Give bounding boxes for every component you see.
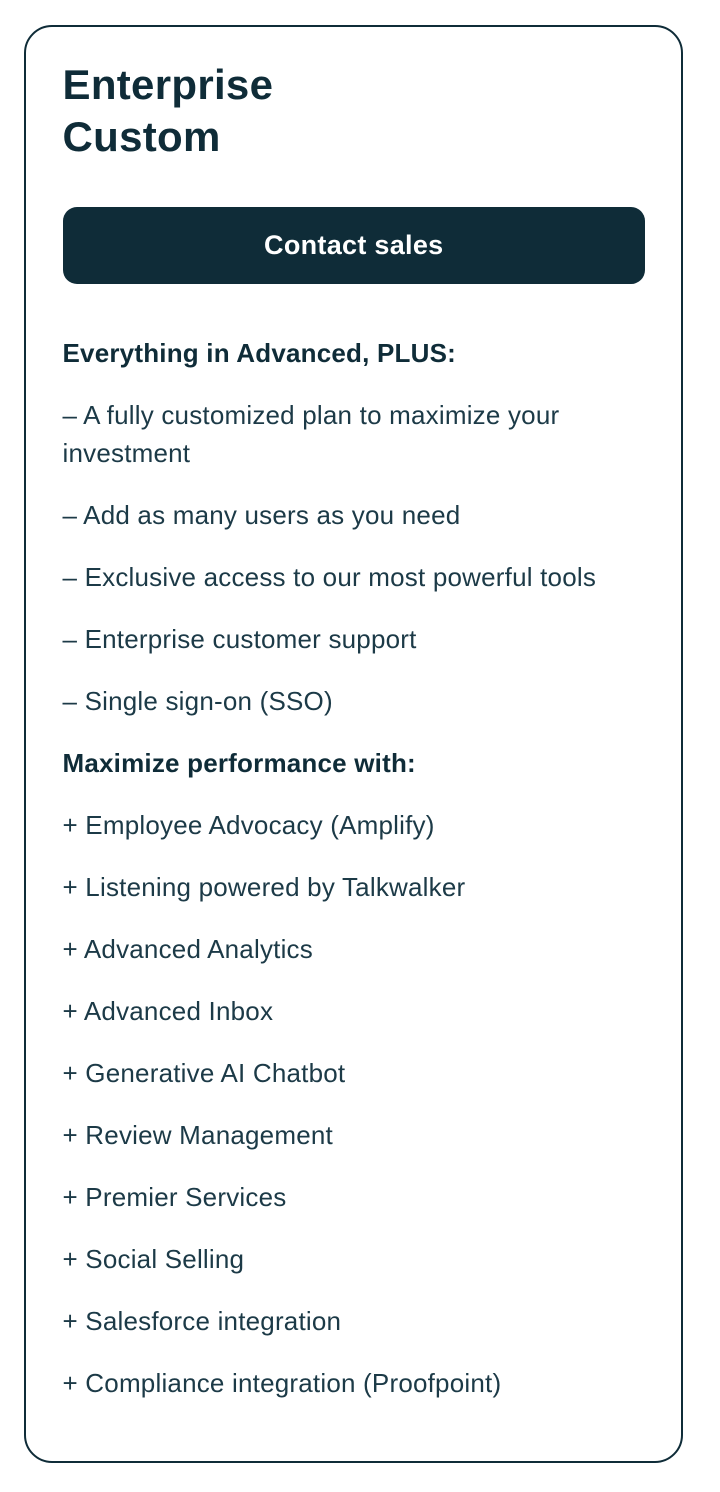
plan-price: Custom <box>62 113 221 160</box>
feature-list: Everything in Advanced, PLUS: – A fully … <box>63 334 646 1402</box>
feature-item-review-management: + Review Management <box>62 1120 333 1150</box>
feature-section-header-addons: Maximize performance with: <box>62 748 416 778</box>
feature-item-salesforce-integration: + Salesforce integration <box>62 1306 342 1336</box>
feature-item-generative-ai-chatbot: + Generative AI Chatbot <box>62 1058 346 1088</box>
feature-item-listening-talkwalker: + Listening powered by Talkwalker <box>62 872 466 902</box>
pricing-card-enterprise: Enterprise Custom Contact sales Everythi… <box>24 25 683 1463</box>
feature-section-header-included: Everything in Advanced, PLUS: <box>62 338 456 368</box>
plan-name: Enterprise <box>62 61 274 108</box>
feature-item-compliance-integration: + Compliance integration (Proofpoint) <box>62 1368 502 1398</box>
feature-item-exclusive-access: – Exclusive access to our most powerful … <box>62 562 597 592</box>
contact-sales-button[interactable]: Contact sales <box>62 207 645 284</box>
feature-item-advanced-analytics: + Advanced Analytics <box>62 934 313 964</box>
feature-item-premier-services: + Premier Services <box>62 1182 287 1212</box>
feature-item-sso: – Single sign-on (SSO) <box>62 686 333 716</box>
feature-item-enterprise-support: – Enterprise customer support <box>62 624 417 654</box>
feature-item-advanced-inbox: + Advanced Inbox <box>62 996 274 1026</box>
feature-item-employee-advocacy: + Employee Advocacy (Amplify) <box>62 810 435 840</box>
feature-item-customized-plan: – A fully customized plan to maximize yo… <box>62 400 560 468</box>
feature-item-unlimited-users: – Add as many users as you need <box>62 500 461 530</box>
feature-item-social-selling: + Social Selling <box>62 1244 245 1274</box>
